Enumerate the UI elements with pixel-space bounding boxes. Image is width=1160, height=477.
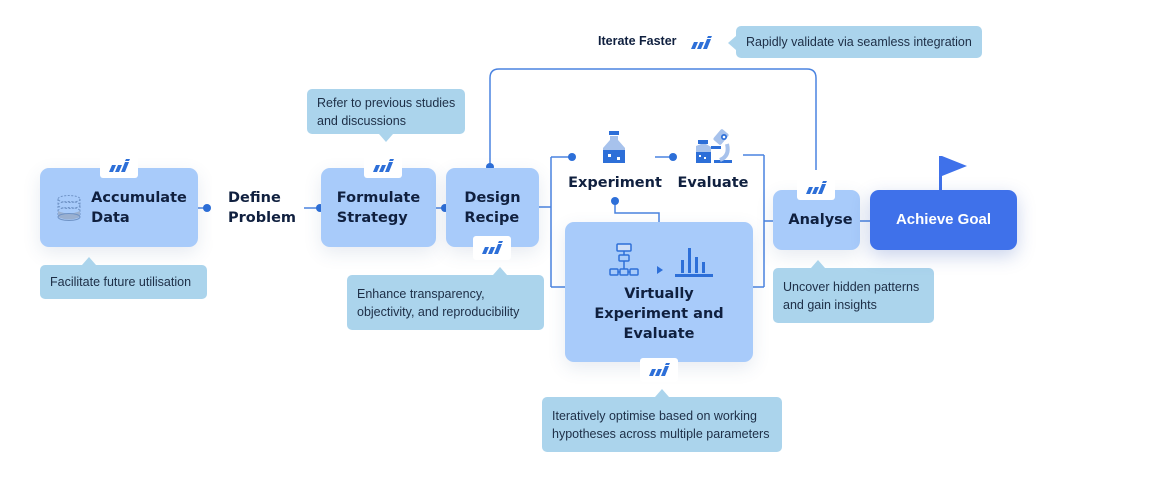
- tip-text: Enhance transparency, objectivity, and r…: [357, 286, 520, 319]
- tip-formulate: Refer to previous studies and discussion…: [307, 89, 465, 142]
- node-label: Formulate Strategy: [336, 189, 421, 226]
- brand-logo-icon: [640, 358, 678, 382]
- tip-pointer: [82, 257, 96, 265]
- iterate-tip-text: Rapidly validate via seamless integratio…: [746, 35, 972, 49]
- node-analyse[interactable]: Analyse: [773, 190, 860, 250]
- node-label: Experiment: [568, 175, 662, 191]
- connector-dot: [568, 153, 576, 161]
- brand-logo-icon: [100, 154, 138, 178]
- node-label: Virtually Experiment and Evaluate: [594, 286, 724, 342]
- flag-icon: [939, 156, 969, 197]
- connector-dot: [611, 197, 619, 205]
- node-define-problem[interactable]: Define Problem: [212, 168, 304, 247]
- microscope-icon: [694, 126, 734, 169]
- bar-chart-icon: [673, 242, 715, 284]
- node-achieve-goal[interactable]: Achieve Goal: [870, 190, 1017, 250]
- tip-accumulate: Facilitate future utilisation: [40, 257, 207, 299]
- connector-dot: [669, 153, 677, 161]
- node-label: Accumulate Data: [91, 189, 187, 226]
- connector-dot: [203, 204, 211, 212]
- tip-text: Uncover hidden patterns and gain insight…: [783, 279, 920, 312]
- tip-pointer: [811, 260, 825, 268]
- tip-text: Refer to previous studies and discussion…: [317, 95, 456, 128]
- brand-logo-icon: [364, 154, 402, 178]
- node-formulate-strategy[interactable]: Formulate Strategy: [321, 168, 436, 247]
- tip-design: Enhance transparency, objectivity, and r…: [347, 267, 544, 330]
- tip-pointer: [655, 389, 669, 397]
- iterate-faster-label: Iterate Faster: [598, 34, 677, 48]
- database-icon: [56, 194, 82, 228]
- node-evaluate[interactable]: Evaluate: [673, 170, 753, 196]
- brand-logo-icon: [690, 36, 712, 55]
- tip-text: Facilitate future utilisation: [50, 275, 192, 289]
- flowchart-icon: [609, 242, 645, 284]
- node-label: Evaluate: [677, 175, 749, 191]
- iterate-tip: Rapidly validate via seamless integratio…: [728, 26, 982, 58]
- node-label: Define Problem: [228, 189, 297, 226]
- node-label: Analyse: [788, 212, 853, 228]
- tip-virtual: Iteratively optimise based on working hy…: [542, 389, 782, 452]
- node-experiment[interactable]: Experiment: [568, 170, 662, 196]
- brand-logo-icon: [473, 236, 511, 260]
- node-design-recipe[interactable]: Design Recipe: [446, 168, 539, 247]
- node-accumulate-data[interactable]: Accumulate Data: [40, 168, 198, 247]
- tip-pointer: [493, 267, 507, 275]
- node-virtually-experiment-evaluate[interactable]: Virtually Experiment and Evaluate: [565, 222, 753, 362]
- bottle-icon: [600, 130, 628, 169]
- tip-text: Iteratively optimise based on working hy…: [552, 408, 770, 441]
- brand-logo-icon: [797, 176, 835, 200]
- node-label: Design Recipe: [464, 189, 521, 226]
- tip-pointer: [379, 134, 393, 142]
- tip-pointer: [728, 36, 736, 50]
- node-label: Achieve Goal: [895, 211, 992, 228]
- tip-analyse: Uncover hidden patterns and gain insight…: [773, 260, 934, 323]
- play-arrow-icon: [657, 260, 663, 280]
